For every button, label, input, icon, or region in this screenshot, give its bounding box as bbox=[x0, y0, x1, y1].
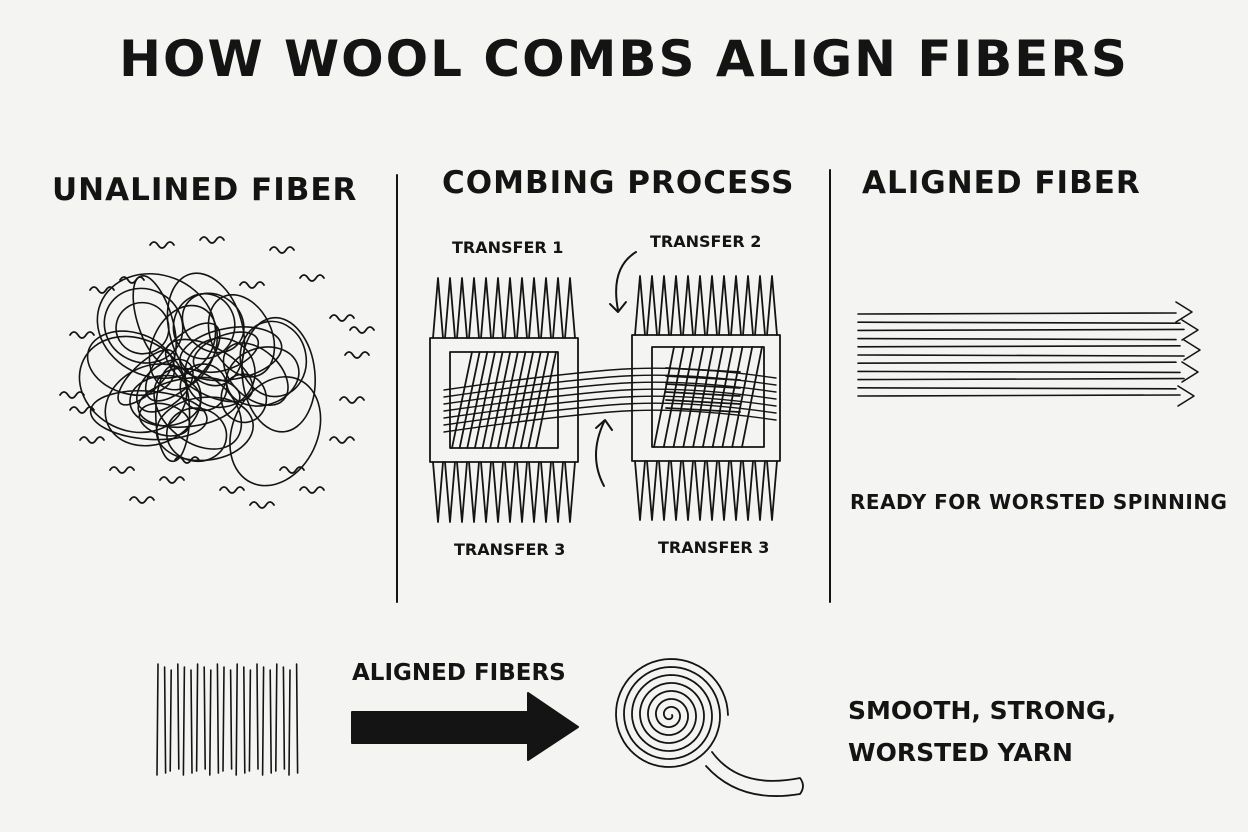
result-caption: SMOOTH, STRONG, WORSTED YARN bbox=[848, 690, 1116, 774]
curved-arrow-icon bbox=[595, 419, 613, 487]
curved-arrow-icon bbox=[609, 251, 637, 313]
tangled-fiber-icon bbox=[78, 272, 322, 487]
aligned-fiber-arrows-icon bbox=[857, 301, 1201, 407]
aligned-caption: READY FOR WORSTED SPINNING bbox=[850, 490, 1228, 514]
fiber-transfer-strands bbox=[443, 367, 777, 433]
yarn-spiral-icon bbox=[615, 658, 804, 797]
label-transfer-1: TRANSFER 1 bbox=[452, 238, 564, 257]
fiber-lines-icon bbox=[156, 663, 299, 776]
label-transfer-3-left: TRANSFER 3 bbox=[454, 540, 566, 559]
label-transfer-2: TRANSFER 2 bbox=[650, 232, 762, 251]
page-title: HOW WOOL COMBS ALIGN FIBERS bbox=[119, 30, 1129, 88]
section-heading-unaligned: UNALINED FIBER bbox=[52, 172, 358, 208]
result-line-2: WORSTED YARN bbox=[848, 738, 1073, 767]
result-line-1: SMOOTH, STRONG, bbox=[848, 696, 1117, 725]
stray-fiber-squiggles bbox=[59, 236, 375, 509]
arrow-label: ALIGNED FIBERS bbox=[352, 660, 566, 686]
section-heading-combing: COMBING PROCESS bbox=[442, 165, 795, 201]
label-transfer-3-right: TRANSFER 3 bbox=[658, 538, 770, 557]
wool-comb-icon bbox=[429, 277, 579, 523]
right-arrow-icon bbox=[351, 692, 579, 761]
section-heading-aligned: ALIGNED FIBER bbox=[862, 165, 1141, 201]
